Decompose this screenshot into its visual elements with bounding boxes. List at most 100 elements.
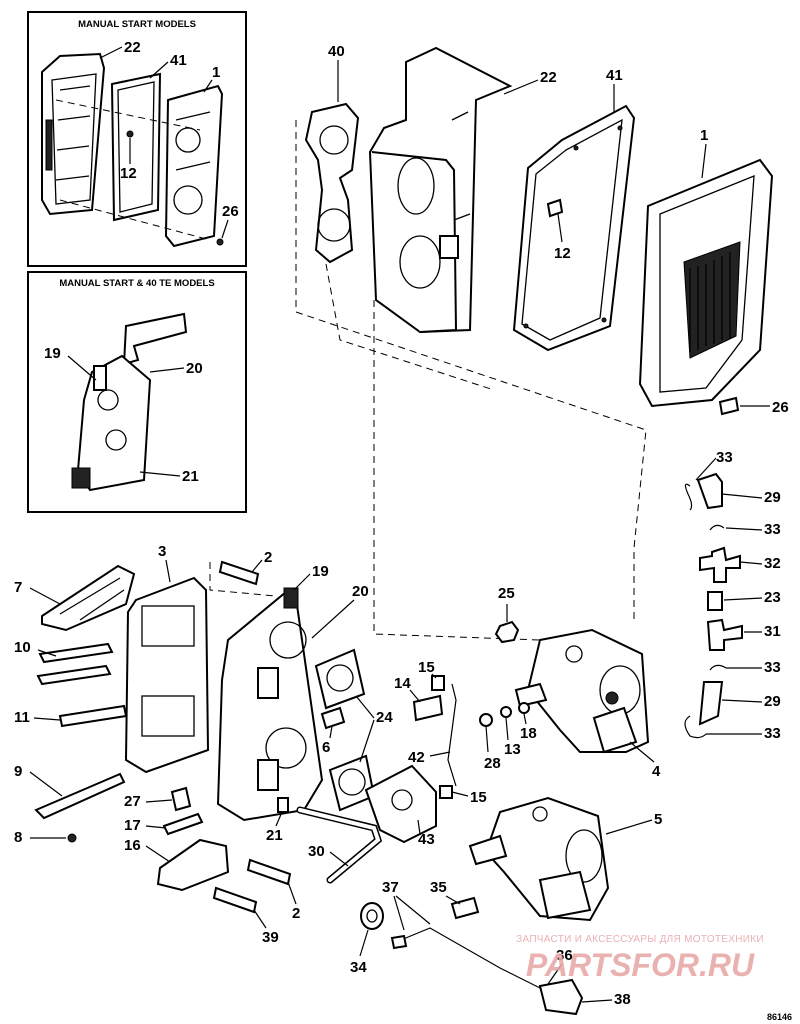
callout-28: 28 — [484, 755, 501, 772]
callout-8: 8 — [14, 829, 22, 846]
callout-42: 42 — [408, 749, 425, 766]
callout-10: 10 — [14, 639, 31, 656]
callout-2b: 2 — [292, 905, 300, 922]
callout-33c: 33 — [764, 659, 781, 676]
part-25-nut — [494, 620, 520, 644]
callout-32: 32 — [764, 555, 781, 572]
part-4-carburetor-upper — [514, 628, 650, 754]
part-12-screw — [546, 198, 564, 218]
part-26-screw — [718, 396, 740, 416]
watermark: ЗАПЧАСТИ И АКСЕССУАРЫ ДЛЯ МОТОТЕХНИКИ PA… — [516, 934, 764, 983]
callout-11: 11 — [14, 709, 30, 726]
part-2-bolt-upper — [218, 560, 260, 586]
callout-5: 5 — [654, 811, 662, 828]
watermark-tagline: ЗАПЧАСТИ И АКСЕССУАРЫ ДЛЯ МОТОТЕХНИКИ — [516, 934, 764, 945]
part-19-leaf-plate — [216, 587, 324, 822]
callout-15a: 15 — [418, 659, 435, 676]
part-16-bracket — [156, 838, 230, 892]
part-15-fitting-lower — [439, 785, 453, 799]
callout-37: 37 — [382, 879, 399, 896]
callout-33a: 33 — [716, 449, 733, 466]
callout-31: 31 — [764, 623, 781, 640]
part-21-nut — [277, 797, 289, 813]
callout-inset-19: 19 — [44, 345, 61, 362]
part-3-gasket — [124, 576, 210, 774]
callout-43: 43 — [418, 831, 435, 848]
part-7-reed-block — [41, 564, 136, 632]
callout-9: 9 — [14, 763, 22, 780]
callout-2a: 2 — [264, 549, 272, 566]
part-34-nut — [360, 902, 384, 930]
callout-4: 4 — [652, 763, 661, 780]
callout-inset-21: 21 — [182, 468, 199, 485]
callout-33b: 33 — [764, 521, 781, 538]
inset-manual-start-40te: MANUAL START & 40 TE MODELS 19 20 21 — [27, 271, 247, 513]
inset-part-22 — [41, 52, 106, 216]
part-5-carburetor-lower — [468, 796, 610, 922]
callout-7: 7 — [14, 579, 22, 596]
callout-33d: 33 — [764, 725, 781, 742]
part-22-intake-housing — [368, 46, 513, 334]
callout-34: 34 — [350, 959, 367, 976]
callout-17: 17 — [124, 817, 141, 834]
part-28-screw — [479, 713, 493, 727]
inset-title-manual-start: MANUAL START MODELS — [78, 19, 196, 30]
callout-39: 39 — [262, 929, 279, 946]
inset-part-19-bracket — [71, 312, 188, 492]
part-1-silencer-cover — [638, 158, 774, 408]
callout-1: 1 — [700, 127, 708, 144]
callout-inset-12: 12 — [120, 165, 137, 182]
callout-25: 25 — [498, 585, 515, 602]
part-15-fitting-upper — [431, 675, 445, 691]
callout-19: 19 — [312, 563, 329, 580]
part-8-screw — [67, 833, 77, 843]
watermark-logo: PARTSFOR.RU — [526, 947, 755, 983]
callout-35: 35 — [430, 879, 447, 896]
callout-inset-41: 41 — [170, 52, 187, 69]
callout-21: 21 — [266, 827, 283, 844]
callout-6: 6 — [322, 739, 330, 756]
callout-inset-20: 20 — [186, 360, 203, 377]
callout-38: 38 — [614, 991, 631, 1008]
callout-24: 24 — [376, 709, 393, 726]
part-41-gasket — [512, 104, 636, 352]
callout-27: 27 — [124, 793, 141, 810]
callout-29b: 29 — [764, 693, 781, 710]
callout-13: 13 — [504, 741, 521, 758]
hose-column — [684, 472, 743, 739]
inset-title-manual-start-40te: MANUAL START & 40 TE MODELS — [59, 278, 214, 289]
callout-36: 36 — [556, 947, 573, 964]
part-6-screw — [320, 706, 346, 730]
part-9-plate — [34, 772, 126, 820]
callout-41: 41 — [606, 67, 623, 84]
callout-inset-1: 1 — [212, 64, 220, 81]
callout-3: 3 — [158, 543, 166, 560]
part-27-screw — [170, 786, 192, 812]
callout-16: 16 — [124, 837, 141, 854]
part-18-spring — [518, 702, 530, 714]
part-42-rod — [447, 683, 457, 787]
part-36-cable — [390, 927, 584, 1016]
inset-manual-start: MANUAL START MODELS 22 41 1 12 26 — [27, 11, 247, 267]
part-10-reeds — [36, 642, 114, 686]
callout-inset-22: 22 — [124, 39, 141, 56]
part-24-gaskets — [314, 648, 376, 812]
part-17-plate — [162, 812, 204, 836]
callout-18: 18 — [520, 725, 537, 742]
callout-22: 22 — [540, 69, 557, 86]
part-13-washer — [500, 706, 512, 718]
callout-23: 23 — [764, 589, 781, 606]
callout-29a: 29 — [764, 489, 781, 506]
part-39-bolt — [212, 886, 258, 914]
callout-15b: 15 — [470, 789, 487, 806]
callout-26: 26 — [772, 399, 789, 416]
part-14-link — [412, 694, 444, 722]
callout-40: 40 — [328, 43, 345, 60]
inset-part-41 — [110, 72, 162, 222]
callout-20: 20 — [352, 583, 369, 600]
inset-part-1 — [164, 84, 224, 248]
part-2-bolt-lower — [246, 858, 292, 886]
callout-12: 12 — [554, 245, 571, 262]
part-11-stop — [58, 704, 128, 728]
